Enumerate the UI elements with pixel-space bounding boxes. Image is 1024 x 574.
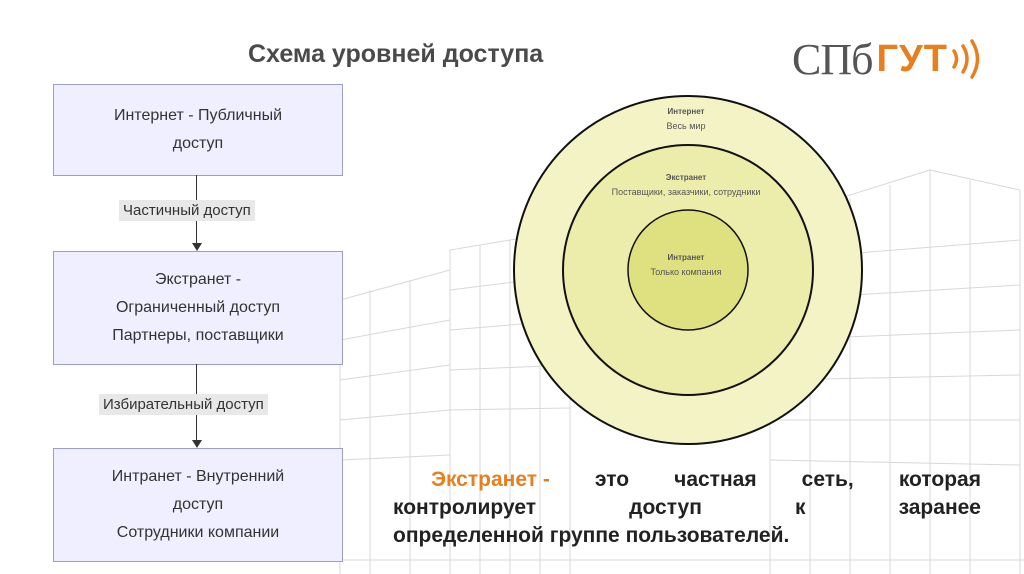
node-intranet-line1: Интранет - Внутренний — [112, 463, 284, 491]
circle-intranet-subtitle: Только компания — [650, 267, 721, 277]
logo-text-gut: ГУТ — [877, 38, 948, 81]
definition-word: доступ — [629, 494, 702, 522]
edge-label-partial: Частичный доступ — [119, 200, 255, 221]
node-internet-line1: Интернет - Публичный — [114, 102, 282, 130]
definition-word: частная — [674, 466, 756, 494]
definition-line2: контролирует доступ к заранее — [393, 494, 981, 522]
definition-word: заранее — [899, 494, 981, 522]
definition-word: контролирует — [393, 494, 536, 522]
spbgut-logo: СПб ГУТ — [792, 32, 984, 86]
arrow-down-icon — [192, 440, 202, 448]
circle-extranet-subtitle: Поставщики, заказчики, сотрудники — [612, 187, 761, 197]
circle-extranet-title: Экстранет — [666, 173, 706, 182]
access-circles-diagram: Интернет Весь мир Экстранет Поставщики, … — [510, 92, 866, 448]
node-intranet-line3: Сотрудники компании — [117, 519, 279, 547]
node-extranet: Экстранет - Ограниченный доступ Партнеры… — [53, 251, 343, 365]
circle-internet-title: Интернет — [668, 107, 705, 116]
definition-word: к — [795, 494, 806, 522]
radio-waves-icon — [950, 37, 984, 81]
node-internet: Интернет - Публичный доступ — [53, 84, 343, 176]
node-extranet-line3: Партнеры, поставщики — [112, 322, 283, 350]
node-intranet-line2: доступ — [173, 491, 223, 519]
logo-text-spb: СПб — [792, 34, 873, 85]
circle-intranet-title: Интранет — [668, 253, 705, 262]
node-extranet-line1: Экстранет - — [155, 266, 241, 294]
definition-word: сеть, — [802, 466, 854, 494]
node-internet-line2: доступ — [173, 130, 223, 158]
edge-label-selective: Избирательный доступ — [99, 394, 268, 415]
circle-internet-subtitle: Весь мир — [667, 121, 706, 131]
node-intranet: Интранет - Внутренний доступ Сотрудники … — [53, 448, 343, 562]
definition-line3: определенной группе пользователей. — [393, 522, 981, 550]
arrow-down-icon — [192, 243, 202, 251]
slide-title: Схема уровней доступа — [248, 40, 543, 69]
definition-word: это — [595, 466, 629, 494]
definition-text: Экстранет - это частная сеть, которая ко… — [393, 466, 981, 550]
term-extranet: Экстранет - — [431, 466, 550, 494]
definition-line1: Экстранет - это частная сеть, которая — [393, 466, 981, 494]
definition-word: которая — [899, 466, 981, 494]
node-extranet-line2: Ограниченный доступ — [116, 294, 280, 322]
